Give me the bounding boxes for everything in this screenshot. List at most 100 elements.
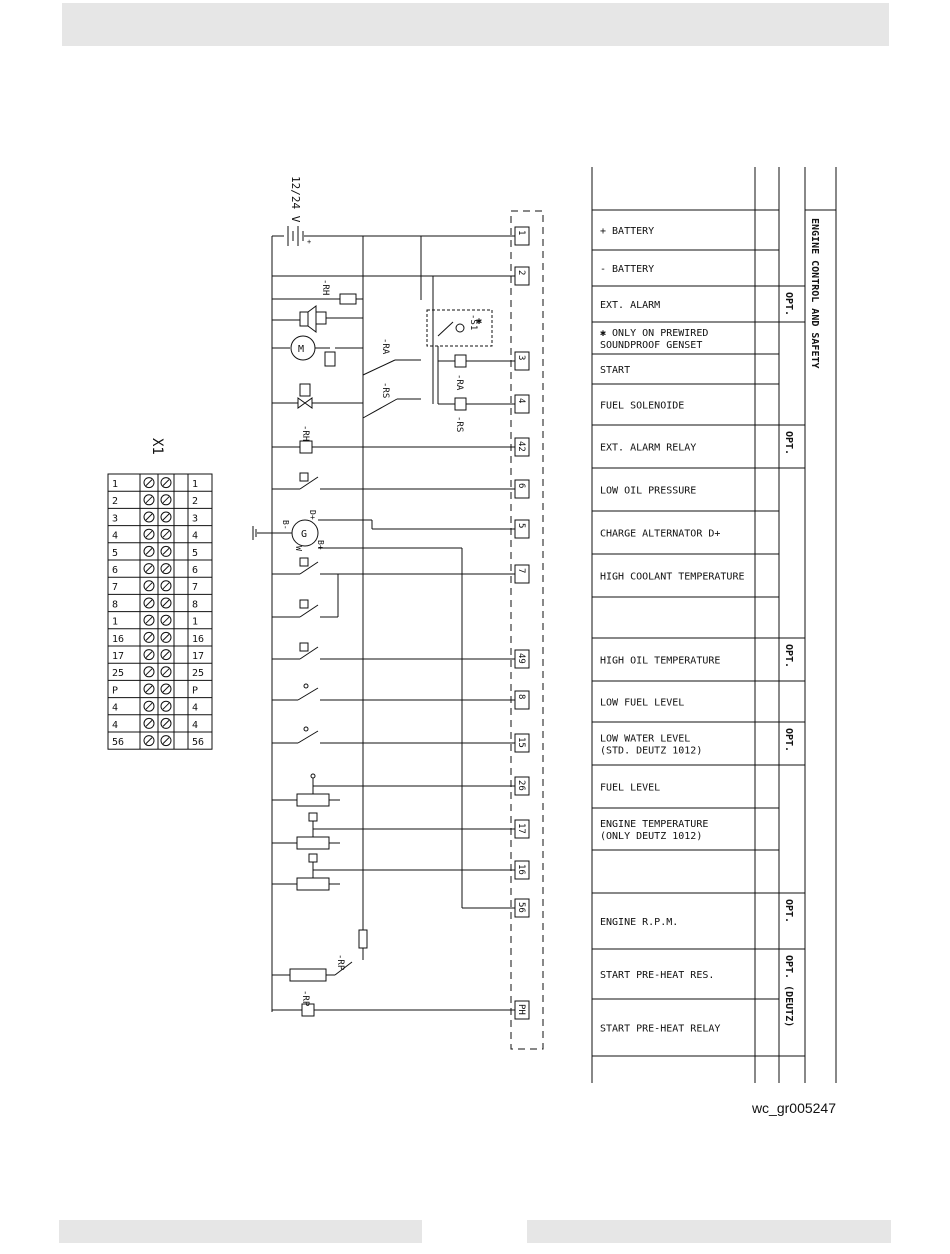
connector-cell-right: 56	[192, 737, 204, 748]
connector-cell-right: 3	[192, 513, 198, 524]
screw-icon	[145, 548, 153, 555]
screw-icon	[160, 631, 172, 643]
screw-icon	[162, 599, 170, 607]
connector-title: X1	[149, 438, 165, 455]
legend-entry: (STD. DEUTZ 1012)	[600, 746, 702, 757]
header-bar	[62, 3, 889, 46]
screw-icon	[143, 683, 155, 695]
screw-icon	[143, 477, 155, 489]
terminal-number: 6	[516, 483, 526, 488]
terminal-box	[514, 690, 530, 710]
connector-cell-right: 1	[192, 617, 198, 628]
connector-cell-left: 1	[112, 617, 118, 628]
legend-entry: CHARGE ALTERNATOR D+	[600, 529, 720, 540]
opt-deutz-badge: OPT. (DEUTZ)	[783, 955, 794, 1027]
screw-icon	[162, 668, 170, 676]
alt-b-plus-label: B+	[316, 540, 325, 550]
coolant-temp-switch-contact	[299, 561, 319, 575]
relay-rh-label: -RH	[320, 279, 330, 295]
connector-cell-right: P	[192, 685, 198, 696]
relay-ra-contact	[362, 359, 396, 376]
screw-icon	[143, 511, 155, 523]
rpm-sender-resistor	[296, 877, 330, 891]
terminal-number: 42	[516, 441, 526, 452]
terminal-strip-frame	[510, 210, 544, 1050]
relay-rh-coil	[315, 311, 327, 325]
relay-rh-coil-2	[299, 440, 313, 454]
legend-section-title: ENGINE CONTROL AND SAFETY	[809, 218, 820, 369]
opt-badge: OPT.	[783, 644, 794, 668]
terminal-strip	[510, 210, 544, 1050]
screw-icon	[160, 477, 172, 489]
terminal-number: 16	[516, 864, 526, 875]
oil-pressure-switch-icon	[299, 472, 309, 482]
terminal-number: 7	[516, 568, 526, 573]
connector-cell-right: 8	[192, 599, 198, 610]
connector-cell-left: 56	[112, 737, 124, 748]
connector-cell-left: 3	[112, 513, 118, 524]
fuse-symbol	[339, 293, 357, 305]
screw-icon	[160, 717, 172, 729]
connector-cell-right: 4	[192, 703, 198, 714]
terminal-number: 2	[516, 270, 526, 275]
terminal-box	[514, 351, 530, 371]
screw-icon	[145, 668, 153, 676]
connector-cell-right: 25	[192, 668, 204, 679]
screw-icon	[145, 496, 153, 504]
preheat-resistor	[289, 968, 327, 982]
footer-bar-left	[59, 1220, 422, 1243]
terminal-box	[514, 519, 530, 539]
legend-entry: FUEL SOLENOIDE	[600, 401, 684, 412]
terminal-number: 4	[516, 398, 526, 403]
terminal-number: 26	[516, 780, 526, 791]
screw-icon	[143, 528, 155, 540]
screw-icon	[143, 649, 155, 661]
terminal-number: 49	[516, 653, 526, 664]
fuel-solenoid-coil	[299, 383, 311, 397]
screw-icon	[160, 494, 172, 506]
footer-bar-right	[527, 1220, 891, 1243]
terminal-box	[514, 437, 530, 457]
relay-rp-contact	[334, 961, 353, 976]
screw-icon	[145, 702, 153, 710]
legend-entry: ENGINE R.P.M.	[600, 917, 678, 928]
screw-icon	[160, 511, 172, 523]
engine-temp-sender-resistor	[296, 836, 330, 850]
screw-icon	[162, 651, 170, 658]
legend-entry: START PRE-HEAT RELAY	[600, 1024, 720, 1035]
screw-icon	[145, 479, 153, 486]
connector-cell-right: 2	[192, 496, 198, 507]
connector-cell-right: 16	[192, 634, 204, 645]
screw-icon	[143, 631, 155, 643]
terminal-box	[514, 860, 530, 880]
connector-cell-left: 6	[112, 565, 118, 576]
starter-relay-coil	[324, 351, 336, 367]
terminal-box	[514, 733, 530, 753]
connector-cell-right: 4	[192, 531, 198, 542]
screw-icon	[145, 582, 153, 590]
screw-icon	[145, 634, 153, 641]
legend-entry: EXT. ALARM	[600, 300, 660, 311]
relay-rp-coil	[301, 1003, 315, 1017]
screw-icon	[160, 563, 172, 575]
legend-entry: HIGH COOLANT TEMPERATURE	[600, 572, 745, 583]
screw-icon	[162, 685, 170, 693]
screw-icon	[160, 683, 172, 695]
screw-icon	[160, 666, 172, 678]
connector-cell-left: 4	[112, 703, 118, 714]
component-symbols	[287, 226, 493, 1017]
screw-icon	[160, 580, 172, 592]
screw-icon	[162, 530, 170, 538]
screw-icon	[162, 737, 170, 744]
screw-icon	[162, 513, 170, 521]
screw-icon	[143, 735, 155, 747]
screw-icon	[145, 513, 153, 521]
relay-rp-label: -RP	[335, 954, 345, 971]
terminal-box	[514, 1000, 530, 1020]
connector-cell-left: 5	[112, 548, 118, 559]
screw-icon	[143, 545, 155, 557]
legend-entry: SOUNDPROOF GENSET	[600, 340, 702, 351]
alternator-label: G	[301, 529, 307, 540]
switch-s1-contact	[437, 321, 454, 337]
